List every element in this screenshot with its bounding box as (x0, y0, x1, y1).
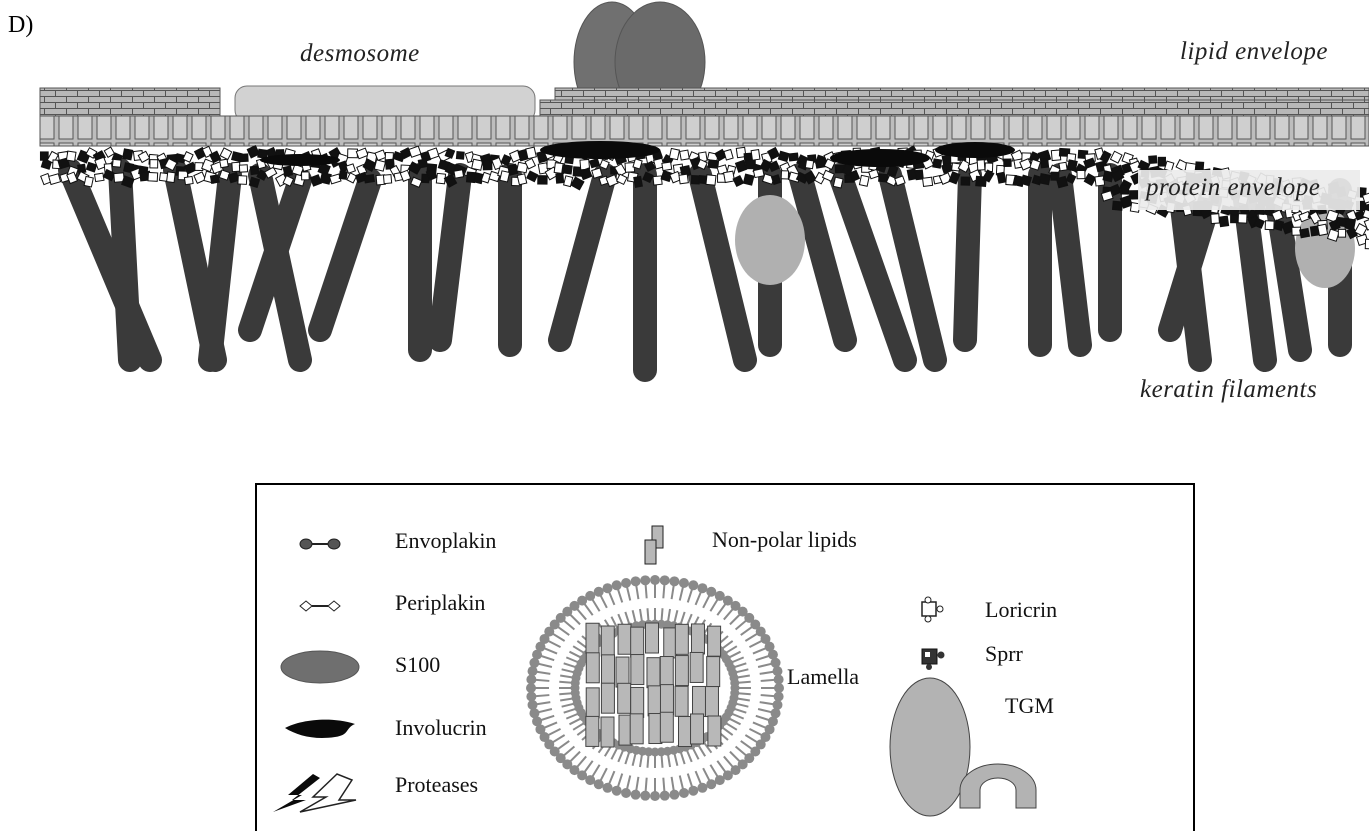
legend-tgm: TGM (1005, 693, 1054, 719)
keratin-filament (700, 175, 745, 360)
legend-non-polar-lipids: Non-polar lipids (712, 527, 857, 553)
keratin-filament (440, 175, 460, 340)
membrane-layer (40, 116, 1369, 146)
legend-loricrin: Loricrin (985, 597, 1057, 623)
keratin-filament (210, 175, 230, 360)
legend-proteases: Proteases (395, 772, 478, 798)
keratin-filament (120, 170, 130, 360)
legend-s100: S100 (395, 652, 440, 678)
legend-envoplakin: Envoplakin (395, 528, 496, 554)
keratin-filament (965, 175, 970, 340)
keratin-filaments-label: keratin filaments (1140, 376, 1317, 404)
keratin-filament (560, 175, 605, 340)
keratin-filament (320, 180, 370, 330)
legend-periplakin: Periplakin (395, 590, 485, 616)
legend-involucrin: Involucrin (395, 715, 487, 741)
lamella-icon (890, 678, 970, 816)
s100-icon (281, 651, 359, 683)
lipid-envelope-label: lipid envelope (1180, 38, 1328, 66)
keratin-filament (1060, 175, 1080, 345)
desmosome-label: desmosome (300, 40, 420, 68)
legend-lamella: Lamella (787, 664, 859, 690)
panel-label: D) (8, 12, 33, 39)
protein-envelope-label: protein envelope (1146, 174, 1320, 202)
legend-sprr: Sprr (985, 641, 1023, 667)
lipid-droplet (526, 575, 784, 801)
